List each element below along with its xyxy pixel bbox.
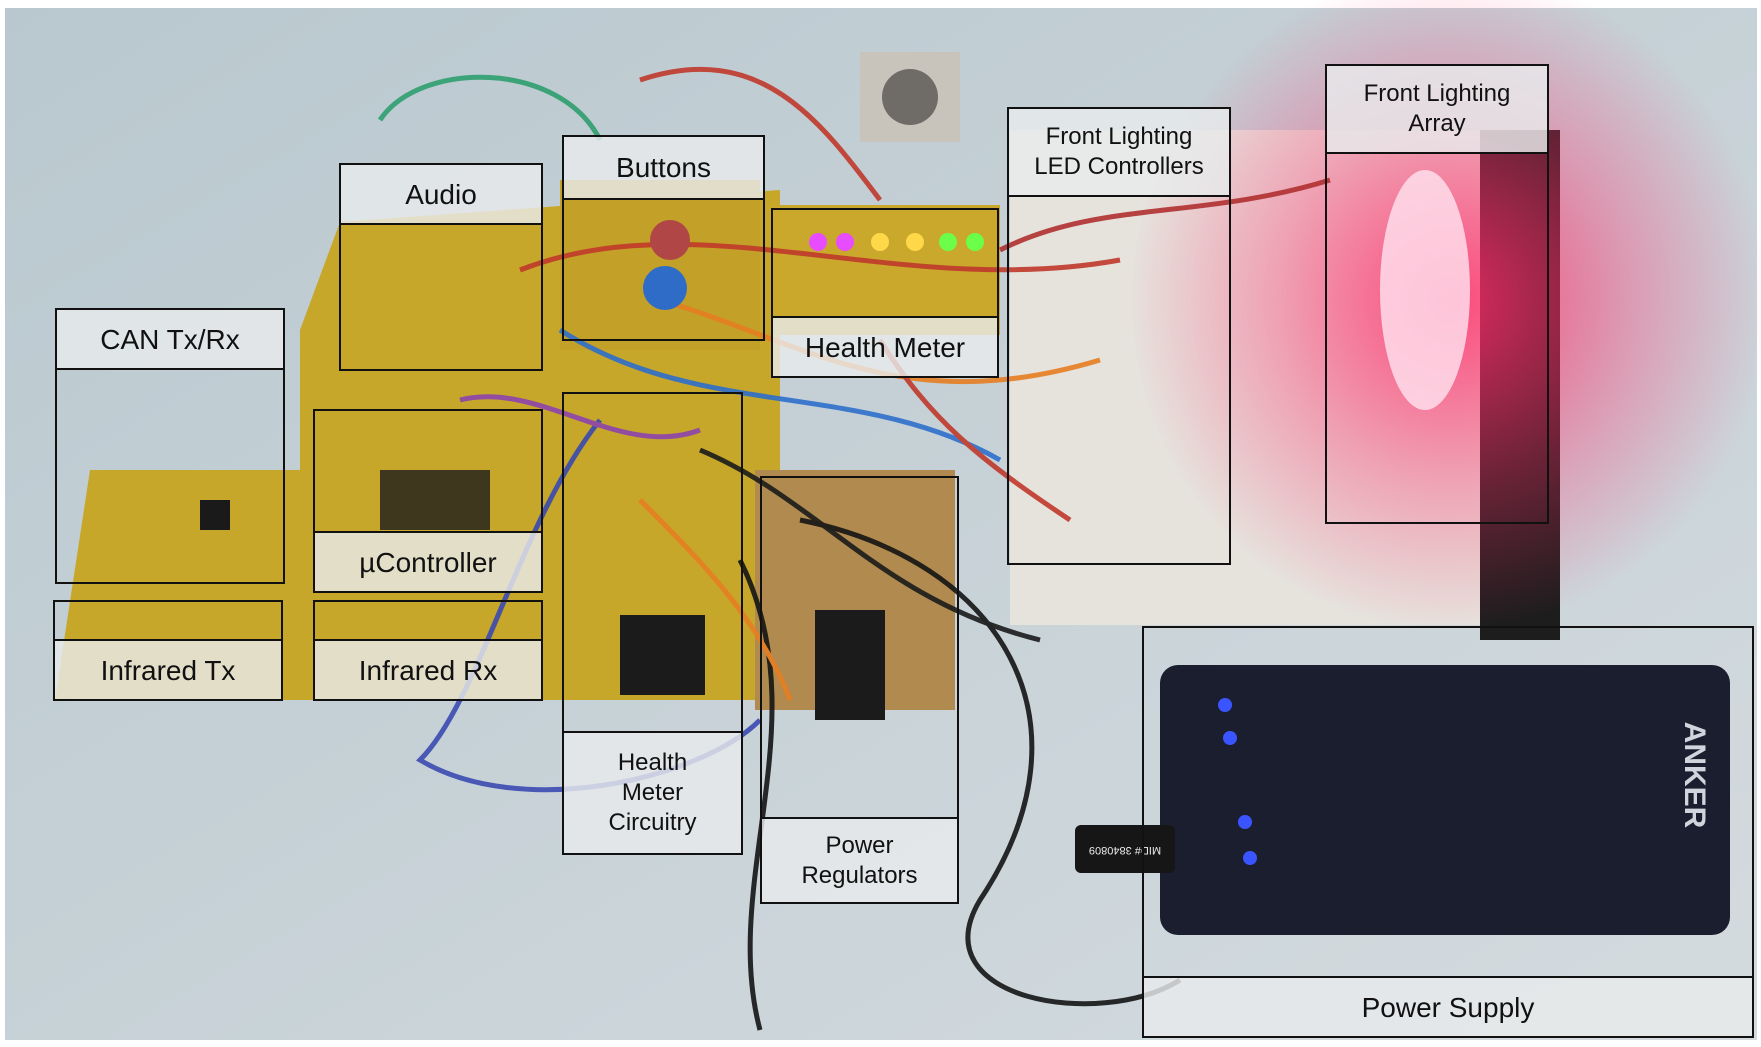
label-buttons: Buttons <box>564 137 763 200</box>
region-buttons: Buttons <box>562 135 765 341</box>
label-power-regulators: Power Regulators <box>762 817 957 902</box>
power-bank-leds <box>1218 698 1257 865</box>
label-front-lighting-array: Front Lighting Array <box>1327 66 1547 154</box>
label-infrared-rx: Infrared Rx <box>315 639 541 699</box>
region-audio: Audio <box>339 163 543 371</box>
label-can-tx-rx: CAN Tx/Rx <box>57 310 283 370</box>
label-health-meter: Health Meter <box>773 316 997 376</box>
led-core <box>1380 170 1470 410</box>
region-infrared-tx: Infrared Tx <box>53 600 283 701</box>
label-power-supply: Power Supply <box>1144 976 1752 1036</box>
anker-logo: ANKER <box>1678 722 1711 829</box>
region-microcontroller: µController <box>313 409 543 593</box>
region-front-led-controllers: Front Lighting LED Controllers <box>1007 107 1231 565</box>
region-health-meter-circuitry: Health Meter Circuitry <box>562 392 743 855</box>
usb-cable-plug <box>1075 825 1175 873</box>
connector-hole <box>882 69 938 125</box>
health-meter-leds <box>809 233 984 251</box>
region-can-tx-rx: CAN Tx/Rx <box>55 308 285 584</box>
label-infrared-tx: Infrared Tx <box>55 639 281 699</box>
red-button <box>650 220 690 260</box>
label-microcontroller: µController <box>315 531 541 591</box>
blue-button <box>643 266 687 310</box>
label-front-led-controllers: Front Lighting LED Controllers <box>1009 109 1229 197</box>
region-power-regulators: Power Regulators <box>760 476 959 904</box>
region-front-lighting-array: Front Lighting Array <box>1325 64 1549 524</box>
region-infrared-rx: Infrared Rx <box>313 600 543 701</box>
label-health-meter-circuitry: Health Meter Circuitry <box>564 731 741 853</box>
label-audio: Audio <box>341 165 541 225</box>
region-health-meter: Health Meter <box>771 208 999 378</box>
power-bank <box>1160 665 1730 935</box>
region-power-supply: Power Supply <box>1142 626 1754 1038</box>
